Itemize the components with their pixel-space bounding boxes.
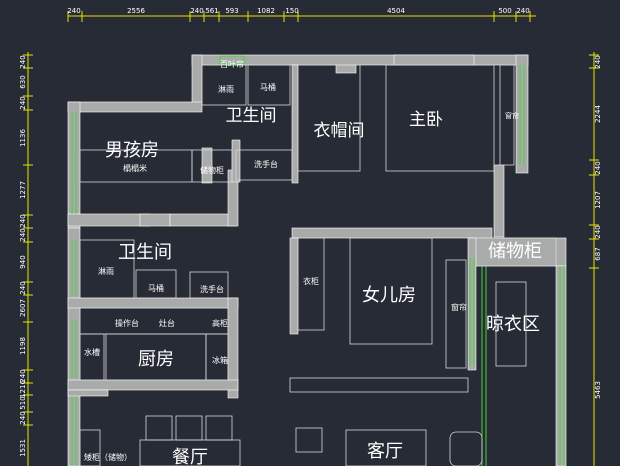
dimension-labels-top: 240 2556 240 561 593 1082 150 4504 500 2… [67,7,529,15]
dim-right-1: 240 [594,55,602,68]
label-basin-left: 洗手台 [200,284,224,294]
label-toilet-top: 马桶 [260,82,276,92]
dim-left-7: 240 [19,228,27,241]
room-storage: 储物柜 [488,241,542,262]
dim-right-4: 1207 [594,191,602,209]
label-shower-top: 淋雨 [218,84,234,94]
dim-top-2: 2556 [127,7,145,15]
label-toilet-left: 马桶 [148,283,164,293]
room-girls-room: 女儿房 [362,285,416,306]
dim-top-6: 1082 [257,7,275,15]
windows [71,55,565,466]
dim-right-2: 2244 [594,105,602,123]
dim-right-5: 240 [594,225,602,238]
label-shoe-cabinet: 矮柜（储物） [84,452,132,462]
label-curtain-master: 窗帘 [505,111,519,120]
dim-right-6: 687 [594,247,602,260]
room-cloakroom: 衣帽间 [314,121,365,141]
room-bathroom-left: 卫生间 [118,242,172,263]
dim-left-4: 1136 [19,129,27,147]
label-basin-top: 洗手台 [254,159,278,169]
dim-left-10: 2607 [19,299,27,317]
label-countertop: 操作台 [115,318,139,328]
room-labels: 卫生间 衣帽间 主卧 男孩房 卫生间 女儿房 储物柜 晾衣区 厨房 餐厅 客厅 [105,106,542,466]
dim-left-15: 240 [19,411,27,424]
dim-top-4: 561 [205,7,218,15]
dimension-labels-right: 240 2244 240 1207 240 687 5463 [594,55,602,399]
label-tall-cabinet: 高柜 [212,318,228,328]
dim-left-11: 1198 [19,337,27,355]
room-master-bedroom: 主卧 [409,110,443,130]
room-boys-room: 男孩房 [105,140,159,161]
dim-right-3: 240 [594,161,602,174]
dim-left-9: 240 [19,281,27,294]
dim-left-14: 510 [19,396,27,409]
label-fridge: 冰箱 [212,355,228,365]
dim-top-3: 240 [190,7,203,15]
label-stove: 灶台 [159,318,175,328]
dim-right-7: 5463 [594,381,602,399]
dim-left-1: 240 [19,55,27,68]
dim-top-1: 240 [67,7,80,15]
dimension-labels-left: 240 630 240 1136 1277 240 240 940 240 26… [19,55,27,457]
room-dining: 餐厅 [172,447,208,466]
dim-top-5: 593 [225,7,238,15]
dim-left-13: 1216 [19,380,27,398]
label-shower-left: 淋雨 [98,266,114,276]
room-kitchen: 厨房 [138,349,174,370]
dim-left-6: 240 [19,214,27,227]
furniture [79,64,557,466]
dim-top-7: 150 [285,7,298,15]
dim-top-8: 4504 [387,7,405,15]
dim-left-12: 240 [19,369,27,382]
fixture-labels: 百叶帘 淋雨 马桶 榻榻米 储物柜 洗手台 窗帘 淋雨 马桶 洗手台 衣柜 窗帘… [84,59,519,462]
dim-left-2: 630 [19,75,27,88]
room-living: 客厅 [367,441,403,462]
room-bathroom-top: 卫生间 [226,106,277,126]
label-tatami: 榻榻米 [123,163,147,173]
dim-left-16: 1531 [19,439,27,457]
dimension-lines [23,11,599,466]
dim-left-5: 1277 [19,181,27,199]
label-storage-cabinet: 储物柜 [200,165,224,175]
room-drying: 晾衣区 [486,314,540,335]
label-blinds: 百叶帘 [220,59,244,69]
dim-left-3: 240 [19,96,27,109]
dim-left-8: 940 [19,255,27,268]
dim-top-10: 240 [516,7,529,15]
label-curtain-girl: 窗帘 [451,302,467,312]
label-sink: 水槽 [84,347,100,357]
dim-top-9: 500 [498,7,511,15]
label-wardrobe: 衣柜 [303,276,319,286]
